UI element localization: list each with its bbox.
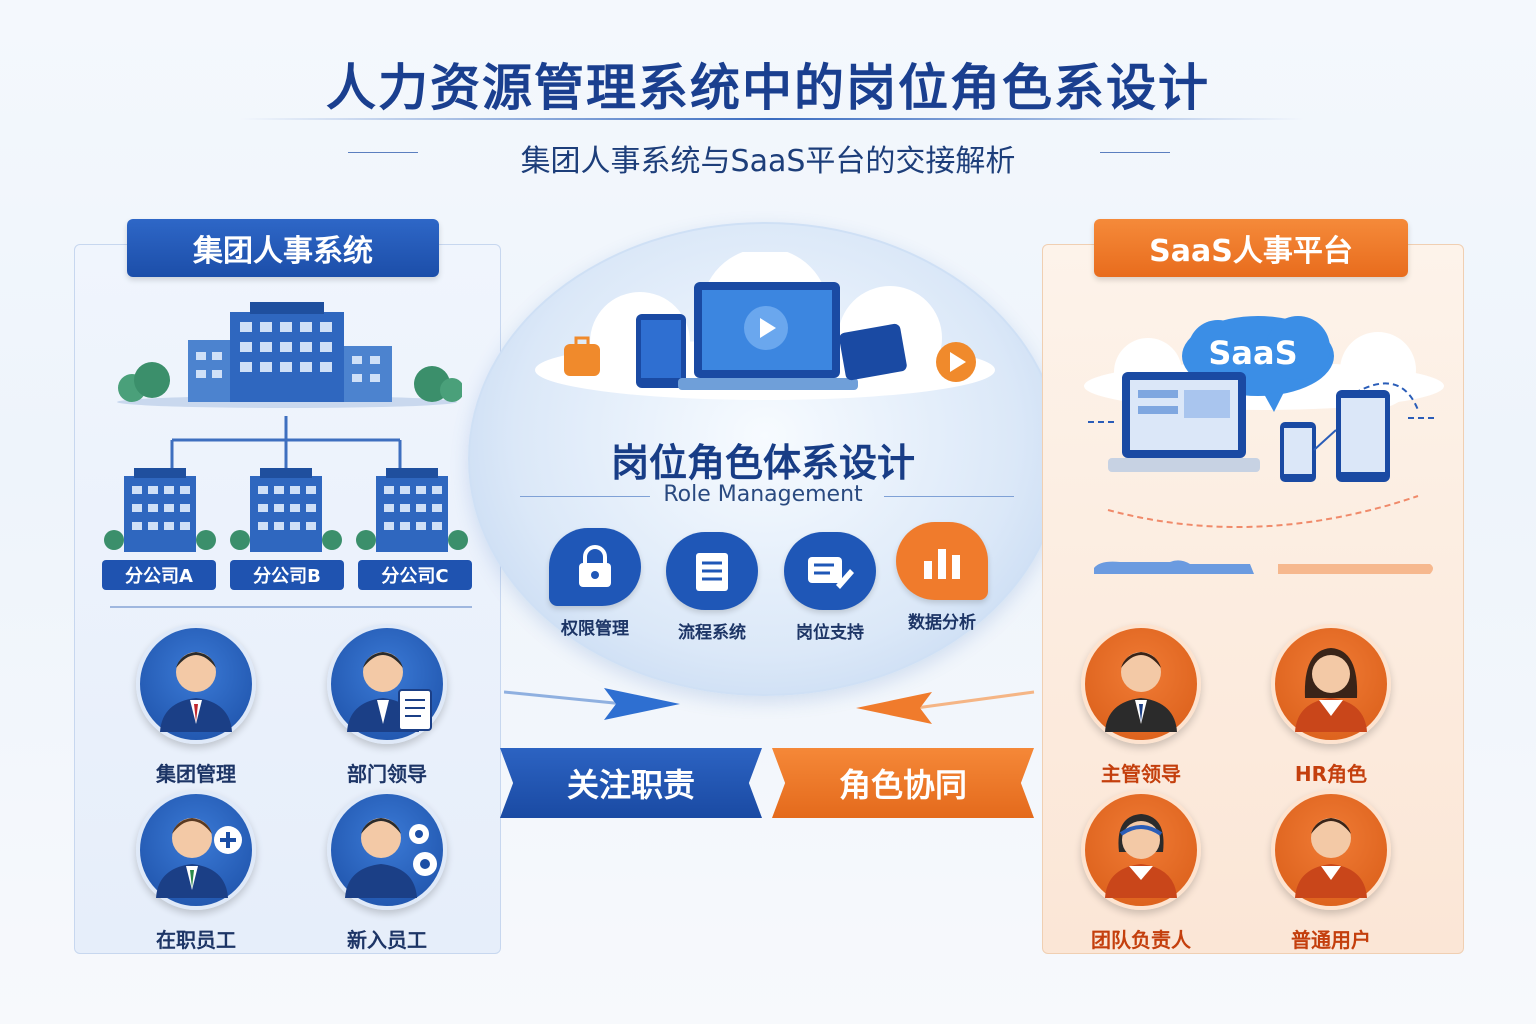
user-avatar-icon [1271, 790, 1391, 910]
bar-chart-icon [896, 522, 988, 600]
role-label: 普通用户 [1291, 928, 1371, 952]
center-subtitle: Role Management [663, 482, 863, 507]
saas-cloud-label: SaaS [1208, 334, 1298, 372]
subtitle-rule-right [1100, 152, 1170, 153]
cloud-devices-illustration [535, 252, 995, 400]
branch-c-building-icon [356, 468, 468, 552]
supervisor-avatar-icon [1081, 624, 1201, 744]
arrow-right-icon [504, 688, 680, 720]
decorative-bars [1094, 560, 1433, 574]
leader-avatar-icon [327, 624, 447, 744]
branch-divider [110, 606, 472, 608]
team-lead-avatar-icon [1081, 790, 1201, 910]
role-card-current-employee: 在职员工 [121, 790, 271, 953]
branch-b-building-icon [230, 468, 342, 552]
role-card-new-employee: 新入员工 [312, 790, 462, 953]
feature-label: 权限管理 [561, 619, 629, 639]
manager-avatar-icon [136, 624, 256, 744]
ribbon-role-collaboration: 角色协同 [772, 748, 1034, 818]
feature-workflow: 流程系统 [664, 532, 760, 643]
feature-label: 岗位支持 [796, 623, 864, 643]
center-rule-left [520, 496, 650, 497]
role-card-supervisor: 主管领导 [1066, 624, 1216, 787]
branch-b-badge: 分公司B [230, 560, 344, 590]
lock-icon [549, 528, 641, 606]
subtitle-rule-left [348, 152, 418, 153]
group-hr-panel-title: 集团人事系统 [127, 219, 439, 277]
hr-avatar-icon [1271, 624, 1391, 744]
role-card-hr: HR角色 [1256, 624, 1406, 787]
arrow-left-icon [856, 690, 1035, 724]
feature-permission: 权限管理 [547, 528, 643, 639]
org-connector-lines [170, 416, 402, 470]
role-label: 部门领导 [347, 762, 427, 786]
role-card-team-lead: 团队负责人 [1066, 790, 1216, 953]
title-divider [240, 118, 1304, 120]
feature-position-support: 岗位支持 [782, 532, 878, 643]
center-rule-right [884, 496, 1014, 497]
role-design-core [468, 222, 1062, 696]
role-label: 新入员工 [347, 928, 427, 952]
new-employee-avatar-icon [327, 790, 447, 910]
branch-c-badge: 分公司C [358, 560, 472, 590]
ribbon-focus-responsibility: 关注职责 [500, 748, 762, 818]
feature-label: 流程系统 [678, 623, 746, 643]
center-title: 岗位角色体系设计 [610, 441, 915, 485]
role-label: 在职员工 [156, 928, 236, 952]
branch-a-badge: 分公司A [102, 560, 216, 590]
role-label: 团队负责人 [1091, 928, 1191, 952]
edit-card-icon [784, 532, 876, 610]
checklist-icon [666, 532, 758, 610]
page-title: 人力资源管理系统中的岗位角色系设计 [326, 59, 1210, 117]
role-card-group-manager: 集团管理 [121, 624, 271, 787]
page-subtitle: 集团人事系统与SaaS平台的交接解析 [520, 144, 1016, 179]
feature-label: 数据分析 [908, 613, 976, 633]
role-card-department-leader: 部门领导 [312, 624, 462, 787]
saas-hr-panel-title: SaaS人事平台 [1094, 219, 1408, 277]
role-label: 主管领导 [1101, 762, 1181, 786]
role-card-general-user: 普通用户 [1256, 790, 1406, 953]
headquarters-building-icon [117, 302, 462, 408]
feature-data-analysis: 数据分析 [894, 522, 990, 633]
saas-cloud-devices-illustration [1084, 316, 1444, 528]
employee-avatar-icon [136, 790, 256, 910]
branch-a-building-icon [104, 468, 216, 552]
role-label: HR角色 [1294, 762, 1368, 786]
role-label: 集团管理 [156, 762, 236, 786]
